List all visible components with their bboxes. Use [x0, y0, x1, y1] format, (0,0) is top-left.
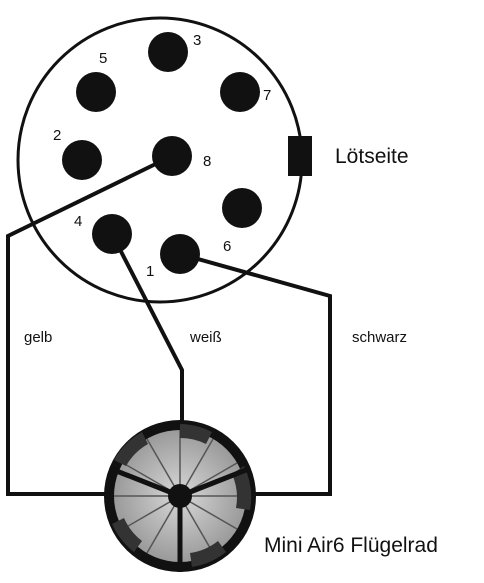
solder-side-label: Lötseite	[335, 145, 409, 168]
pin-7	[220, 72, 260, 112]
pin-label-1: 1	[146, 263, 154, 280]
pin-label-4: 4	[74, 213, 82, 230]
wire-black	[179, 252, 332, 496]
wire-white	[110, 233, 184, 424]
pin-unlabeled	[222, 188, 262, 228]
wire-label-yellow: gelb	[24, 329, 52, 346]
pin-label-5: 5	[99, 50, 107, 67]
wire-label-black: schwarz	[352, 329, 407, 346]
sensor-caption: Mini Air6 Flügelrad	[264, 534, 438, 557]
wire-label-white: weiß	[189, 329, 222, 346]
pin-label-6: 6	[223, 238, 231, 255]
connector-key-notch	[288, 136, 312, 176]
pin-label-8: 8	[203, 153, 211, 170]
impeller-icon	[104, 420, 256, 572]
pin-5	[76, 72, 116, 112]
pin-label-2: 2	[53, 127, 61, 144]
pin-2	[62, 140, 102, 180]
wire-yellow	[6, 154, 173, 496]
pin-label-7: 7	[263, 87, 271, 104]
pin-label-3: 3	[193, 32, 201, 49]
pin-3	[148, 32, 188, 72]
